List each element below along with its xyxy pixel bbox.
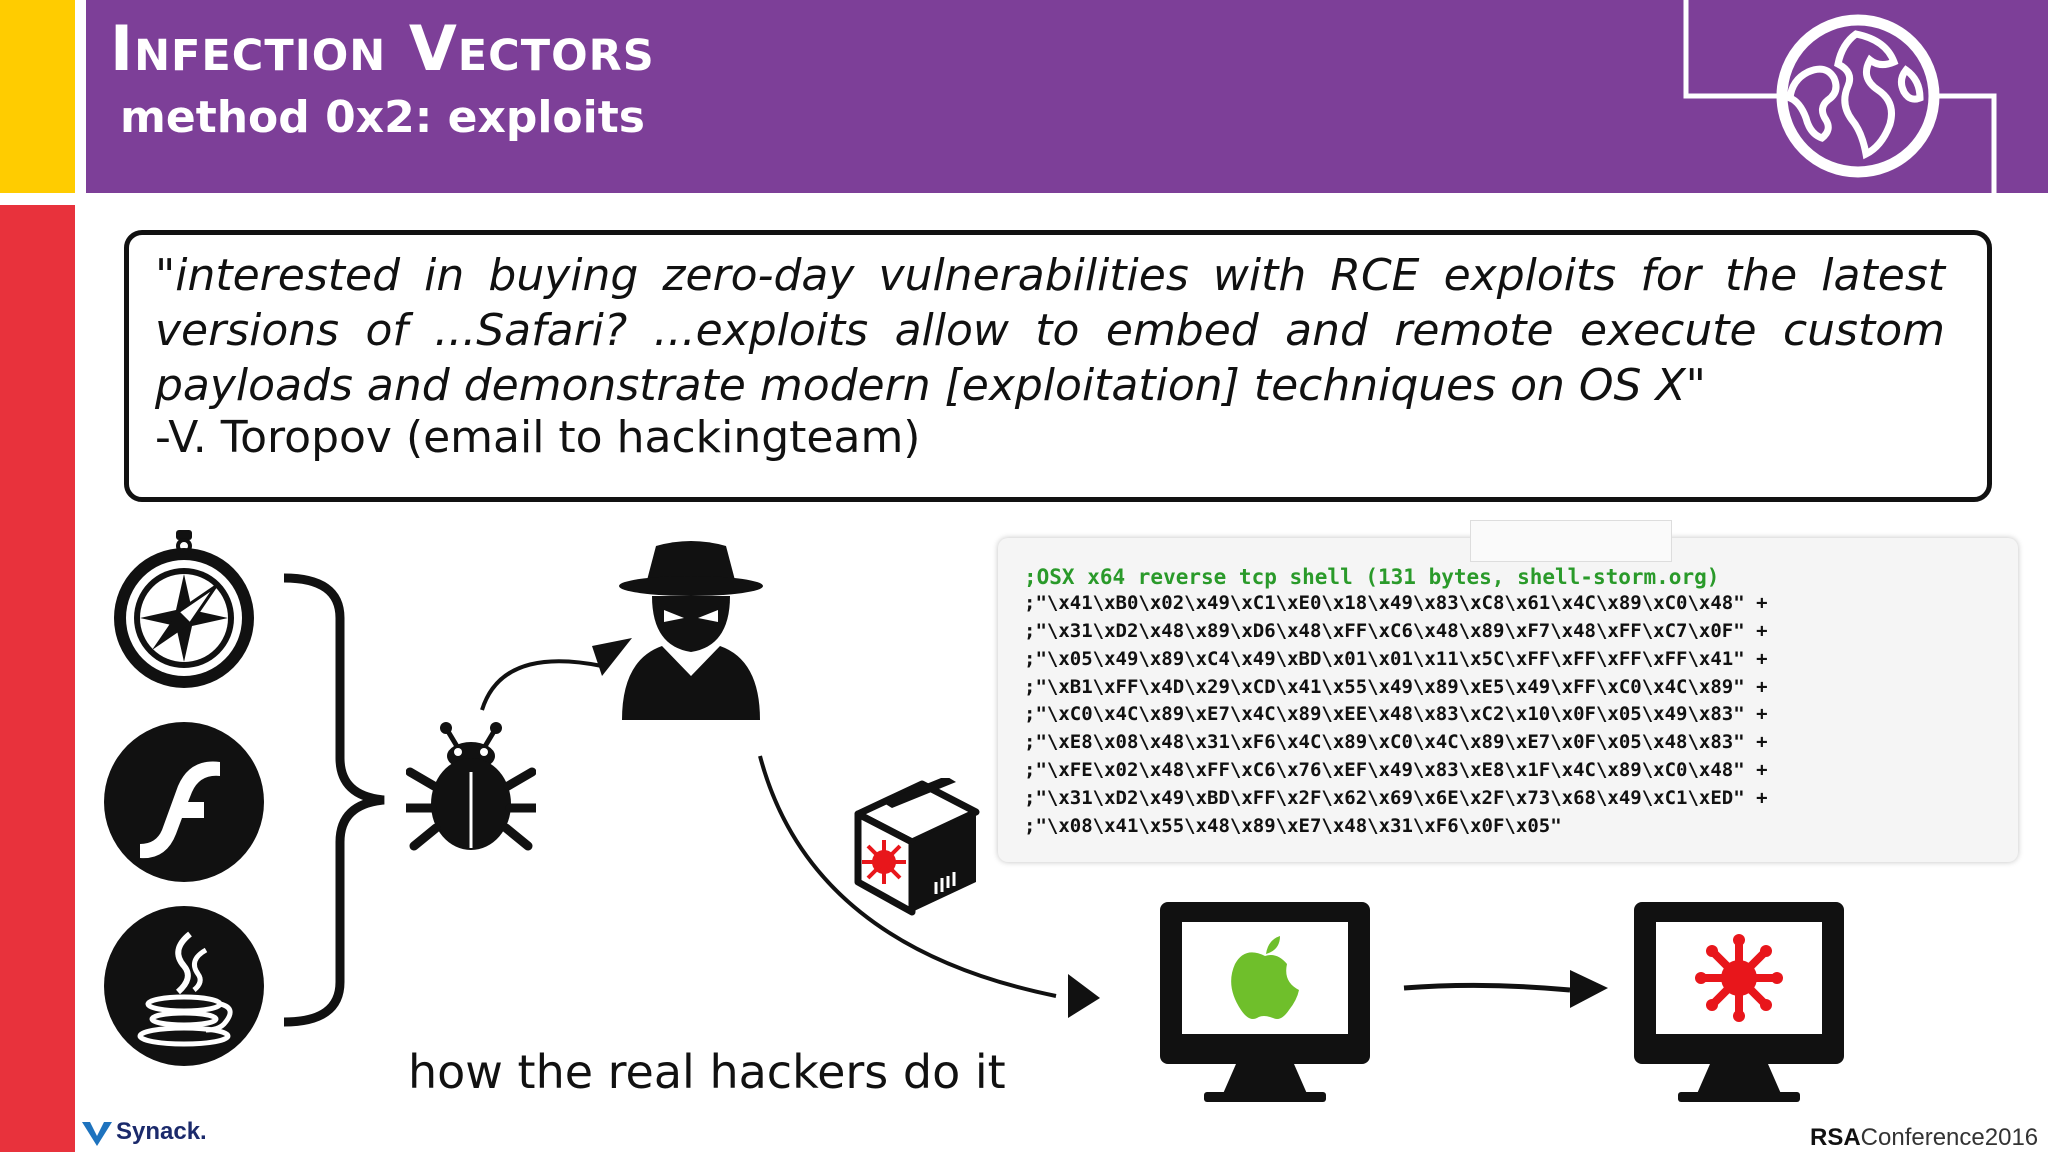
slide-caption: how the real hackers do it [408,1045,1006,1099]
mac-apple-monitor-icon [1160,902,1370,1102]
quote-text: "interested in buying zero-day vulnerabi… [155,250,1945,411]
java-icon [104,906,264,1066]
code-line: ;"\x31\xD2\x49\xBD\xFF\x2F\x62\x69\x6E\x… [1024,787,1768,809]
rsa-logo-bold: RSA [1810,1124,1861,1151]
code-line: ;"\x31\xD2\x48\x89\xD6\x48\xFF\xC6\x48\x… [1024,620,1768,642]
synack-logo-icon [82,1122,112,1146]
rsa-conference-logo: RSAConference2016 [1810,1124,2038,1152]
accent-bar-yellow [0,0,75,193]
synack-logo: Synack. [116,1118,207,1145]
code-line: ;"\xC0\x4C\x89\xE7\x4C\x89\xEE\x48\x83\x… [1024,703,1768,725]
hacker-icon [619,541,763,720]
infected-monitor-icon [1634,902,1844,1102]
shellcode-panel [998,538,2018,862]
code-panel-tab [1470,520,1672,562]
globe-icon [1683,0,1997,193]
slide-title: Infection Vectors [110,12,655,85]
code-line: ;"\x08\x41\x55\x48\x89\xE7\x48\x31\xF6\x… [1024,815,1562,837]
malware-package-icon [854,778,980,916]
rsa-logo-text: Conference2016 [1860,1124,2039,1151]
code-line: ;"\xE8\x08\x48\x31\xF6\x4C\x89\xC0\x4C\x… [1024,731,1768,753]
code-line: ;"\xB1\xFF\x4D\x29\xCD\x41\x55\x49\x89\x… [1024,676,1768,698]
quote-box [124,230,1992,502]
safari-icon [114,530,254,688]
code-line: ;"\x05\x49\x89\xC4\x49\xBD\x01\x01\x11\x… [1024,648,1768,670]
flash-icon [104,722,264,882]
brace-symbol [283,573,385,1027]
code-comment: ;OSX x64 reverse tcp shell (131 bytes, s… [1024,565,1720,589]
flow-arrows [480,638,1100,1018]
bug-icon [406,722,536,851]
code-line: ;"\xFE\x02\x48\xFF\xC6\x76\xEF\x49\x83\x… [1024,759,1768,781]
quote-attribution: -V. Toropov (email to hackingteam) [155,412,921,463]
accent-bar-red [0,205,75,1152]
code-line: ;"\x41\xB0\x02\x49\xC1\xE0\x18\x49\x83\x… [1024,592,1768,614]
slide-subtitle: method 0x2: exploits [120,92,645,143]
arrow-to-infected [1403,970,1608,1008]
